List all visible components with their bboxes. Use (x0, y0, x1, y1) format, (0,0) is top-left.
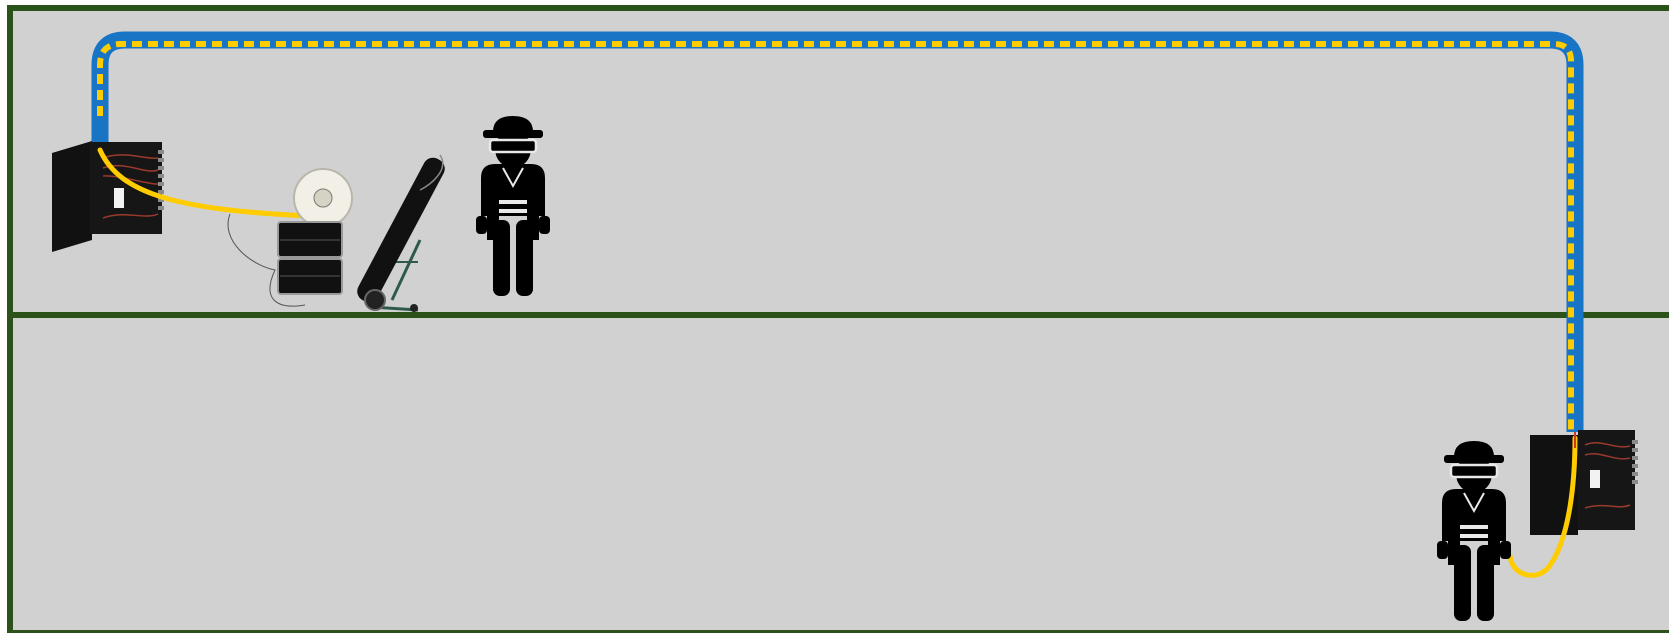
upper-floor (10, 8, 1669, 315)
reel-hub (314, 189, 332, 207)
lower-floor (10, 315, 1669, 633)
cabinet-door (52, 141, 92, 252)
trolley-wheel (365, 290, 385, 310)
cabinet-label (1590, 470, 1600, 488)
cabinet-label (114, 188, 124, 208)
fibre-distribution-cabinet-icon (1530, 430, 1638, 535)
trolley-castor (410, 304, 418, 312)
building-floors (7, 8, 1669, 633)
floor-divider (7, 312, 1669, 318)
